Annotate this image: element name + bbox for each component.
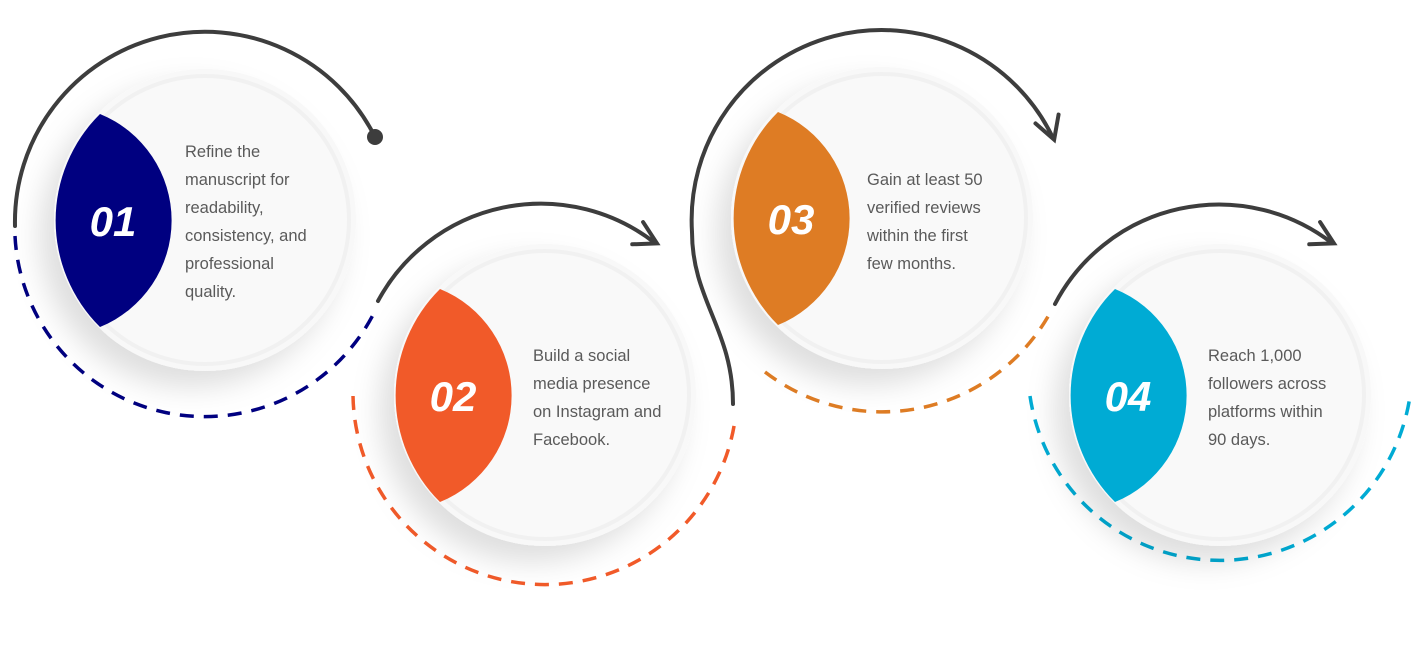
step-description: Reach 1,000 followers across platforms wit…: [1208, 347, 1326, 449]
step-description: Refine the manuscript for readability, cons…: [185, 143, 307, 301]
step-number: 01: [90, 198, 137, 245]
description-line: few months.: [867, 255, 956, 273]
step-number: 04: [1105, 373, 1152, 420]
connector-arc: [689, 28, 1055, 406]
step-description: Gain at least 50 verified reviews within t…: [866, 171, 983, 273]
description-line: Reach 1,000: [1208, 347, 1302, 365]
dashed-arc: [13, 235, 377, 419]
description-line: on Instagram and: [533, 403, 661, 421]
step-number: 03: [768, 196, 815, 243]
dashed-arc: [1028, 395, 1412, 563]
description-line: quality.: [185, 283, 236, 301]
step-leaf-badge: [1070, 289, 1187, 502]
connector-arc: [1053, 202, 1334, 306]
arrow-head-icon: [630, 220, 661, 247]
step-leaf-badge: [733, 112, 850, 325]
step-04: 04 Reach 1,000 followers across platforms w…: [1028, 202, 1412, 563]
description-line: readability,: [185, 199, 264, 217]
description-line: professional: [185, 255, 274, 273]
description-line: platforms within: [1208, 403, 1323, 421]
description-line: verified reviews: [867, 199, 981, 217]
description-line: manuscript for: [185, 171, 290, 189]
connector-arc: [376, 201, 657, 303]
description-line: followers across: [1208, 375, 1326, 393]
description-line: Gain at least 50: [867, 171, 983, 189]
dot-end-icon: [367, 129, 383, 145]
step-description: Build a social media presence on Instagram…: [533, 347, 661, 449]
step-leaf-badge: [55, 114, 172, 327]
description-line: Refine the: [185, 143, 260, 161]
step-03: 03 Gain at least 50 verified reviews within…: [689, 28, 1061, 414]
description-line: Facebook.: [533, 431, 610, 449]
step-leaf-badge: [395, 289, 512, 502]
step-01: 01 Refine the manuscript for readability, co…: [12, 29, 383, 419]
step-number: 02: [430, 373, 477, 420]
arrow-head-icon: [1033, 112, 1061, 144]
description-line: media presence: [533, 375, 650, 393]
description-line: Build a social: [533, 347, 630, 365]
step-02: 02 Build a social media presence on Instagr…: [351, 201, 737, 587]
description-line: consistency, and: [185, 227, 307, 245]
description-line: within the first: [866, 227, 968, 245]
dashed-arc: [351, 395, 737, 587]
arrow-head-icon: [1307, 220, 1338, 247]
description-line: 90 days.: [1208, 431, 1270, 449]
connector-arc: [12, 29, 377, 228]
